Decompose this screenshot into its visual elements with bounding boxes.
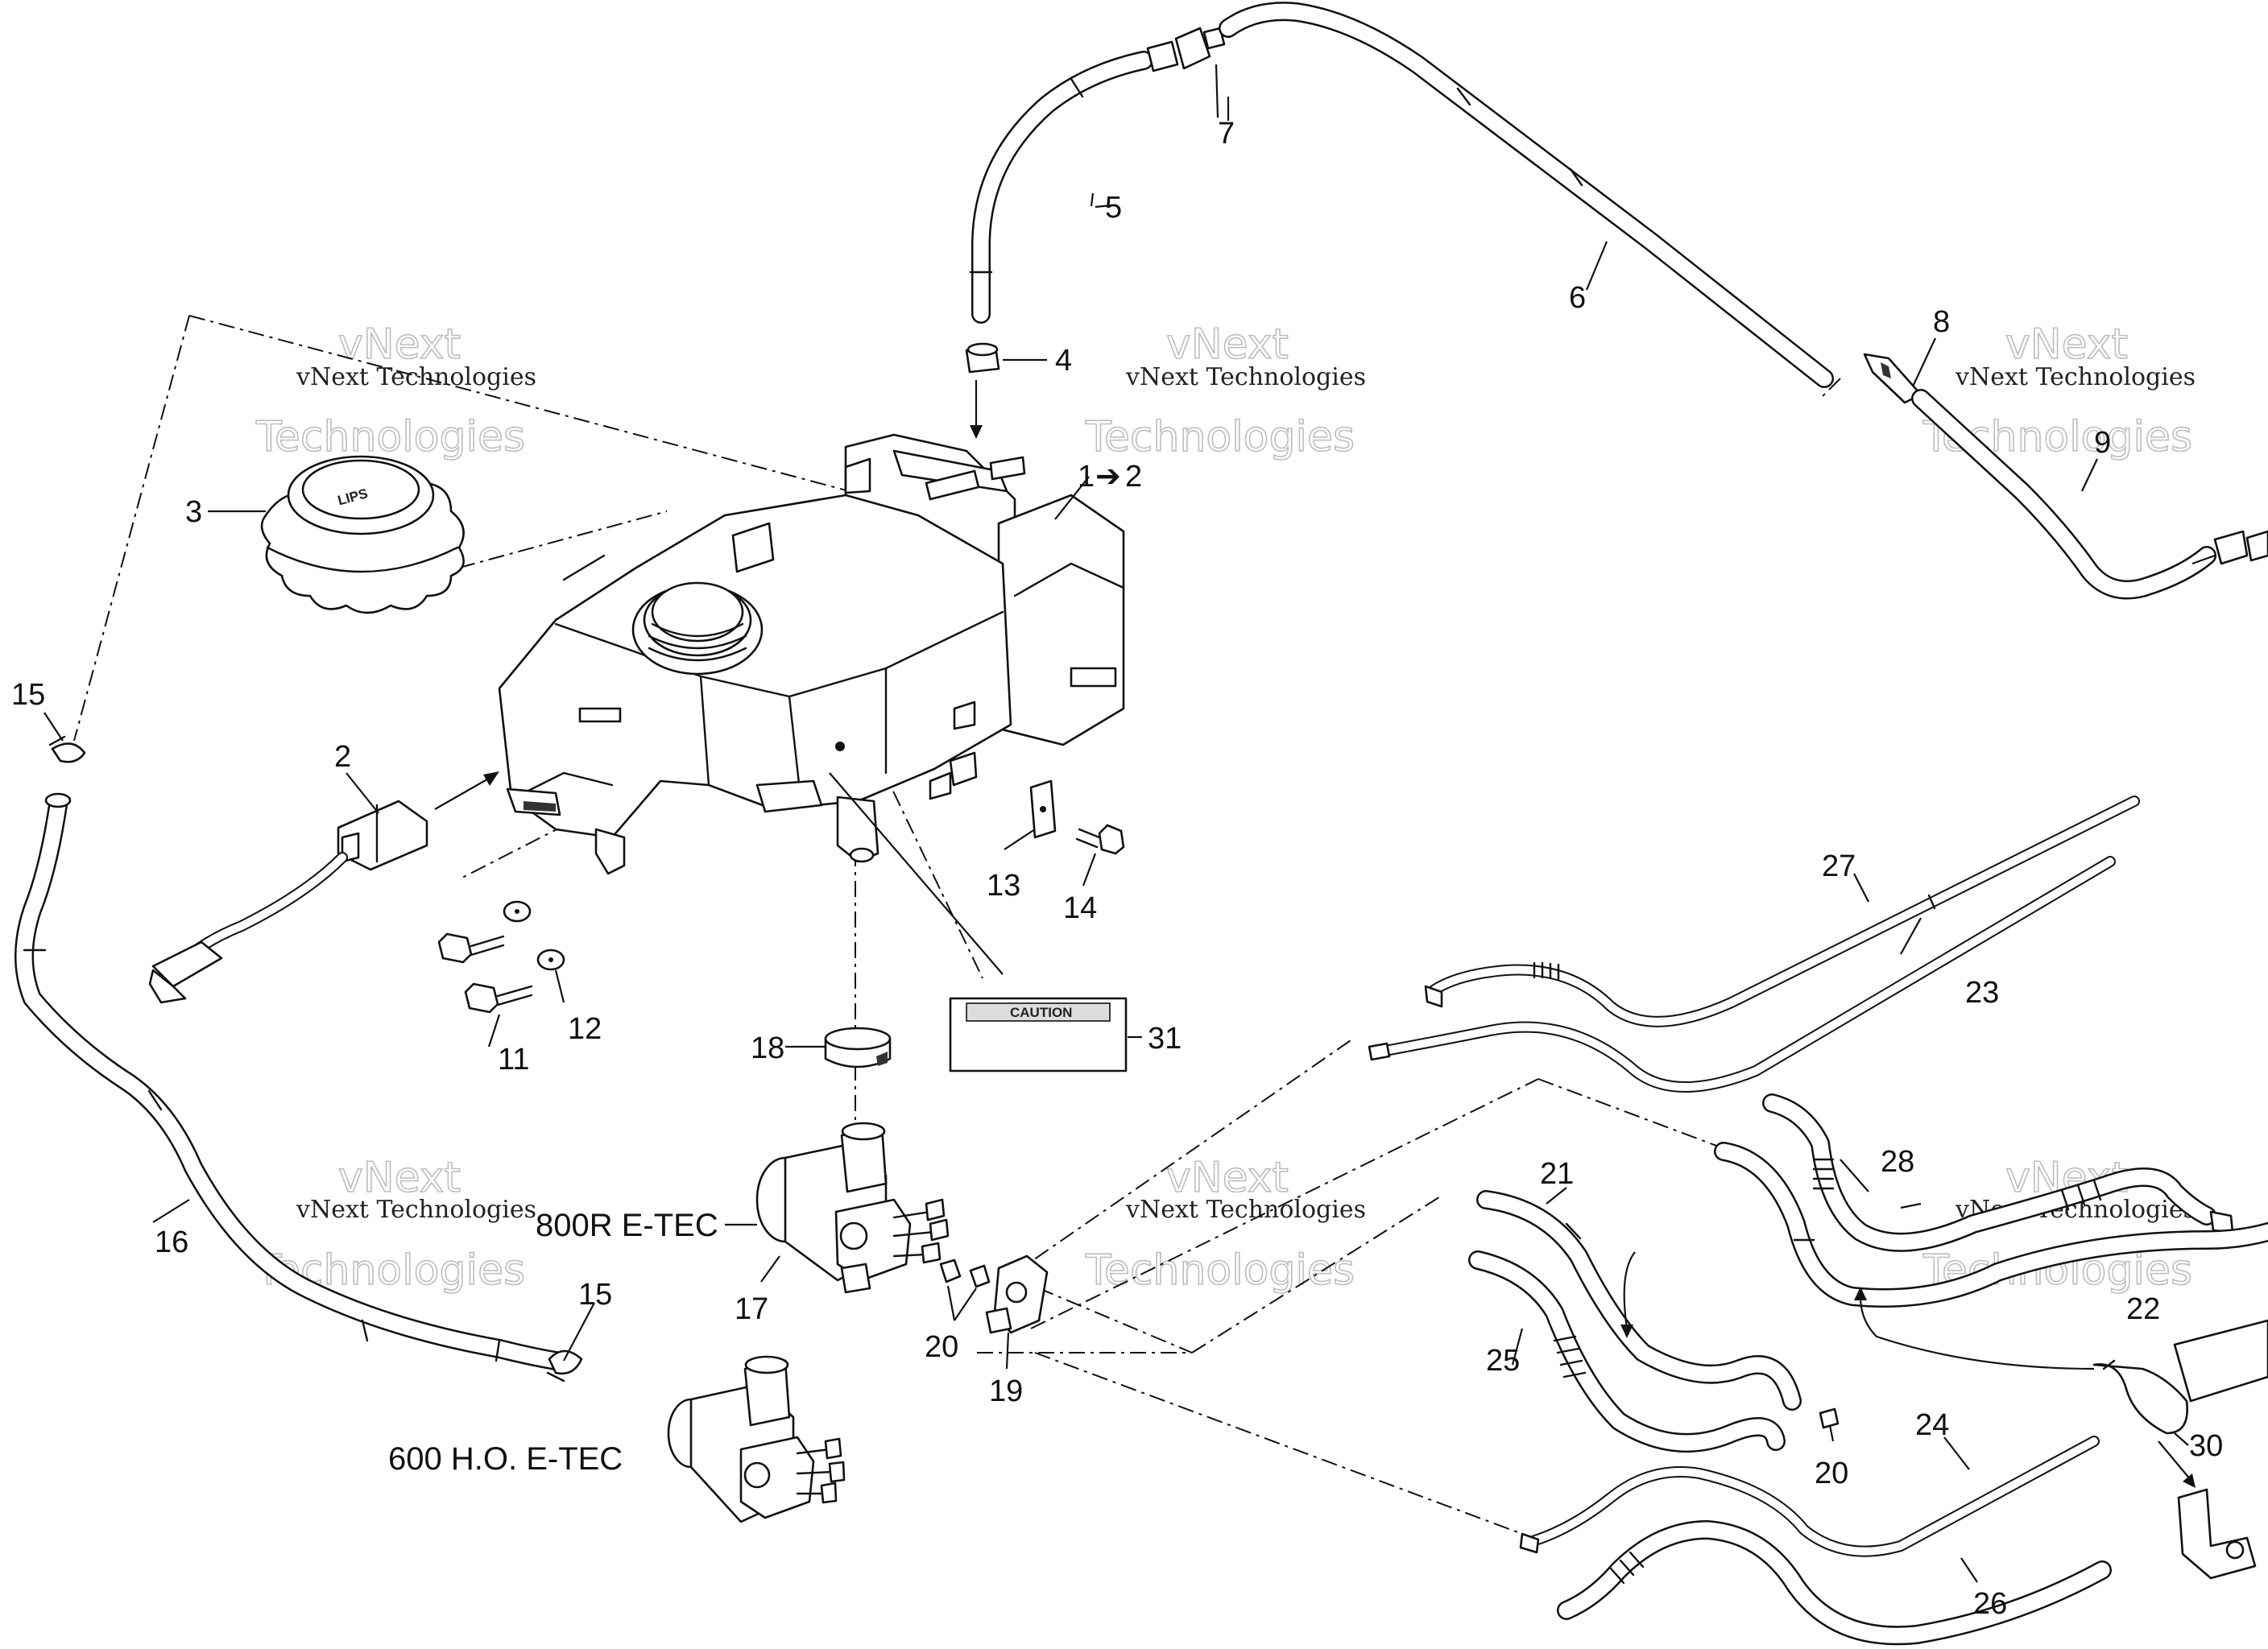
washer-12a — [503, 900, 532, 923]
svg-text:vNext Technologies: vNext Technologies — [1125, 1196, 1366, 1224]
callout-24: 24 — [1915, 1408, 1949, 1442]
nut-plate-13 — [1029, 779, 1057, 839]
callout-5: 5 — [1105, 191, 1122, 225]
hose-27 — [1424, 796, 2140, 1027]
clamp-15-top — [48, 735, 86, 763]
callout-2: 2 — [334, 740, 351, 774]
callout-25: 25 — [1486, 1344, 1520, 1378]
callout-numbers: 1 ➔ 2 2 3 4 5 6 7 8 9 11 12 13 14 15 15 … — [11, 117, 2223, 1621]
oil-pump-800r — [755, 1122, 950, 1294]
hose-24 — [1519, 1436, 2100, 1557]
callout-16: 16 — [155, 1225, 188, 1259]
callout-26: 26 — [1973, 1587, 2007, 1621]
svg-text:vNext: vNext — [1166, 320, 1289, 369]
screw-11b — [464, 982, 533, 1014]
watermark-top-right: vNext Technologies vNext Technologies — [1922, 320, 2196, 462]
screw-11a — [437, 932, 505, 964]
oil-tank-cap: LIPS — [260, 455, 465, 614]
callout-1-arrow: ➔ — [1095, 460, 1121, 494]
svg-text:vNext Technologies: vNext Technologies — [1125, 363, 1366, 391]
callout-4: 4 — [1055, 344, 1072, 378]
oil-level-sensor — [148, 800, 428, 1004]
watermark-top-left: vNext Technologies vNext Technologies — [255, 320, 536, 462]
svg-text:vNext Technologies: vNext Technologies — [296, 363, 536, 391]
svg-text:Technologies: Technologies — [1085, 1246, 1355, 1295]
mount-plate-19 — [985, 1254, 1049, 1334]
caution-label-31: CAUTION — [949, 997, 1128, 1072]
svg-text:vNext: vNext — [1166, 1154, 1289, 1202]
callout-17-a: 17 — [735, 1292, 768, 1326]
callout-18: 18 — [751, 1031, 784, 1065]
callout-1-2: 2 — [1125, 460, 1142, 494]
callout-11: 11 — [498, 1043, 529, 1077]
callout-14: 14 — [1063, 891, 1097, 925]
callout-1: 1 — [1078, 460, 1095, 494]
hose-21 — [1476, 1190, 1802, 1411]
clamp-4 — [965, 342, 1000, 374]
callout-6: 6 — [1569, 281, 1586, 315]
hose-25 — [1468, 1250, 1840, 1453]
assembly-dash-lines — [73, 315, 1841, 1535]
callout-3: 3 — [185, 495, 202, 529]
callout-8: 8 — [1933, 305, 1950, 339]
variant-label-600ho: 600 H.O. E-TEC — [388, 1441, 623, 1477]
hose-26 — [1557, 1520, 2112, 1646]
bracket-30 — [2177, 1488, 2257, 1580]
callout-20-b: 20 — [1815, 1457, 1848, 1490]
clip-30 — [2092, 1319, 2268, 1435]
washer-12b — [536, 948, 565, 971]
watermark-bottom-center: vNext Technologies vNext Technologies — [1084, 1153, 1366, 1296]
callout-21: 21 — [1540, 1157, 1574, 1191]
leader-lines — [43, 64, 2216, 1583]
svg-text:vNext: vNext — [338, 320, 461, 369]
oil-tank — [498, 433, 1125, 875]
hose-6 — [1219, 2, 1834, 388]
watermark-top-center: vNext Technologies vNext Technologies — [1084, 320, 1366, 462]
svg-text:Technologies: Technologies — [255, 413, 525, 461]
connector-7 — [1146, 27, 1226, 72]
callout-23: 23 — [1965, 976, 1999, 1010]
hose-22 — [1714, 1142, 2268, 1308]
oil-pump-600ho — [667, 1355, 846, 1523]
callout-27: 27 — [1822, 849, 1856, 883]
callout-13: 13 — [987, 869, 1020, 903]
variant-label-800r: 800R E-TEC — [536, 1208, 718, 1243]
svg-text:vNext: vNext — [2005, 320, 2128, 369]
callout-20-a: 20 — [925, 1330, 958, 1364]
callout-30: 30 — [2189, 1429, 2223, 1463]
hose-28 — [1762, 1093, 2234, 1252]
svg-text:CAUTION: CAUTION — [1010, 1005, 1072, 1020]
callout-15-top: 15 — [11, 678, 45, 712]
hose-9 — [1911, 389, 2268, 600]
callout-19: 19 — [989, 1374, 1023, 1408]
svg-text:vNext Technologies: vNext Technologies — [296, 1196, 536, 1224]
hose-16 — [14, 792, 565, 1370]
callout-15-bottom: 15 — [578, 1278, 612, 1312]
hose-5 — [969, 51, 1153, 324]
callout-31: 31 — [1148, 1022, 1182, 1056]
svg-text:vNext Technologies: vNext Technologies — [1955, 363, 2196, 391]
callout-22: 22 — [2126, 1292, 2160, 1326]
callout-12: 12 — [568, 1012, 602, 1046]
svg-text:vNext: vNext — [338, 1154, 461, 1202]
screw-14 — [1075, 824, 1125, 855]
callout-9: 9 — [2094, 426, 2111, 460]
hose-23 — [1368, 856, 2116, 1093]
callout-28: 28 — [1881, 1145, 1914, 1179]
svg-text:Technologies: Technologies — [1085, 413, 1355, 461]
callout-7: 7 — [1218, 117, 1235, 151]
fittings-20 — [939, 1258, 991, 1288]
clamp-15-bottom — [546, 1349, 583, 1382]
clamp-18 — [824, 1027, 892, 1068]
